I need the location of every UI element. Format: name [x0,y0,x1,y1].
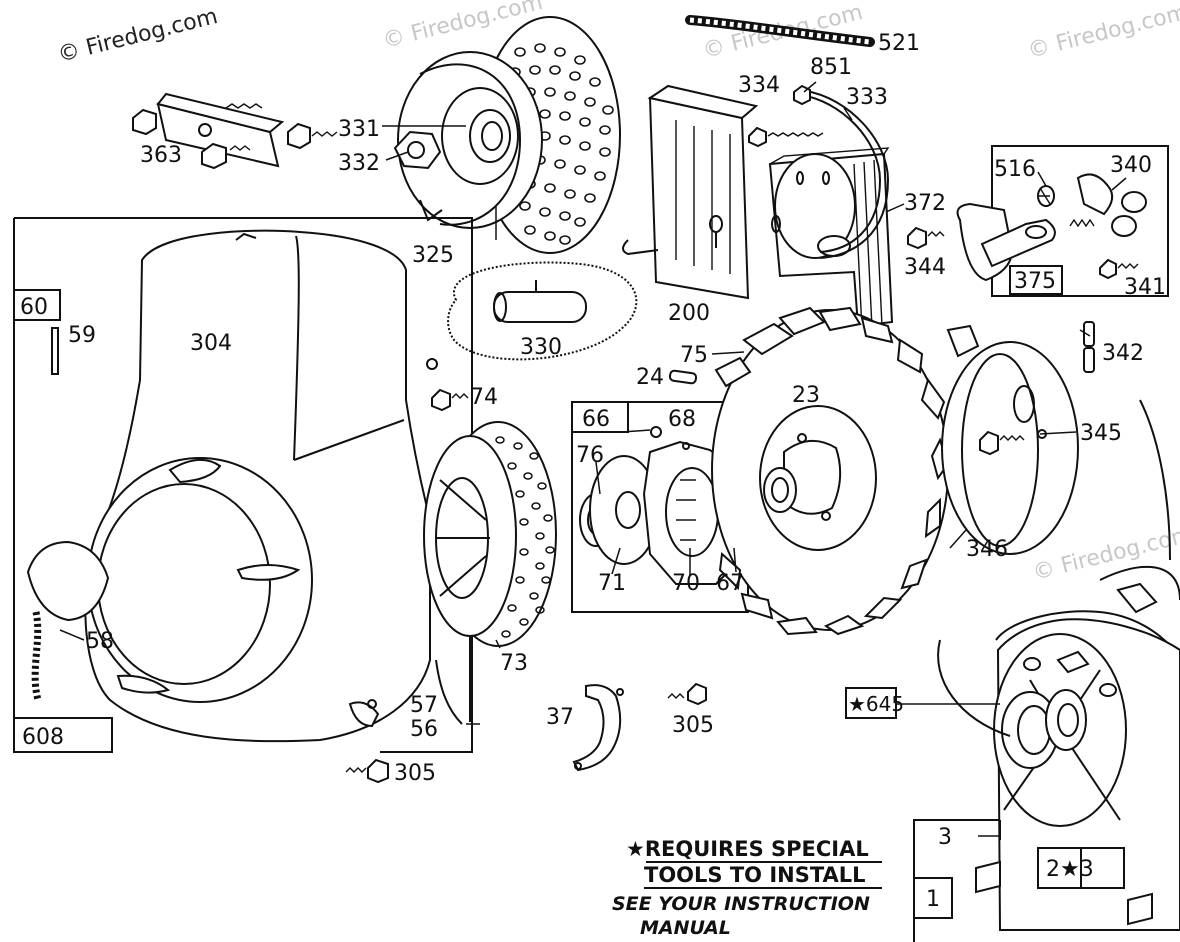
starter-cup-73 [423,421,557,725]
callout-851: 851 [810,55,852,80]
callout-608: 608 [22,725,64,750]
note-line-2: TOOLS TO INSTALL [644,863,866,887]
callout-2-star-3: 2★3 [1046,857,1094,882]
callout-334: 334 [738,73,780,98]
callout-344: 344 [904,255,946,280]
callout-305-right: 305 [672,713,714,738]
callout-23: 23 [792,383,820,408]
callout-labels: 363 331 332 325 521 334 851 333 372 344 … [20,31,1166,912]
callout-76: 76 [576,443,604,468]
callout-345: 345 [1080,421,1122,446]
callout-57: 57 [410,693,438,718]
callout-3: 3 [938,825,952,850]
callout-60: 60 [20,295,48,320]
callout-75: 75 [680,343,708,368]
frame-box-bottom-right [913,819,1125,942]
callout-331: 331 [338,117,380,142]
callout-521: 521 [878,31,920,56]
blower-housing-304 [13,217,473,753]
leader-lines [59,81,1127,837]
assembly-box-375 [907,145,1169,297]
callout-24: 24 [636,365,664,390]
pin-24 [668,369,698,385]
rope-handle-330 [426,261,638,370]
bolt-305-right [667,682,707,706]
callout-37: 37 [546,705,574,730]
callout-516: 516 [994,157,1036,182]
callout-340: 340 [1110,153,1152,178]
callout-73: 73 [500,651,528,676]
note-line-3: SEE YOUR INSTRUCTION [612,893,870,915]
callout-59: 59 [68,323,96,348]
disc-345 [941,341,1079,555]
callout-58: 58 [86,629,114,654]
watermark-main: © Firedog.com [55,4,220,68]
callout-74: 74 [470,385,498,410]
callout-71: 71 [598,571,626,596]
callout-375: 375 [1014,269,1056,294]
callout-372: 372 [904,191,946,216]
bracket-363 [132,92,338,170]
bracket-37 [572,684,624,772]
callout-363: 363 [140,143,182,168]
callout-1: 1 [926,887,940,912]
callout-645: ★645 [848,692,904,716]
callout-66: 66 [582,407,610,432]
callout-325: 325 [412,243,454,268]
tube-521 [685,15,875,47]
flywheel-23 [711,306,980,636]
callout-346: 346 [966,537,1008,562]
bolt-305-bottom [345,758,389,784]
bracket-plate-200 [622,84,759,300]
watermark-faint: © Firedog.com [1025,0,1180,64]
callout-304: 304 [190,331,232,356]
special-tools-note: ★REQUIRES SPECIAL TOOLS TO INSTALL SEE Y… [612,837,882,939]
pin-342 [1083,321,1095,373]
callout-330: 330 [520,335,562,360]
armature-333 [748,84,894,331]
callout-56: 56 [410,717,438,742]
callout-200: 200 [668,301,710,326]
screen-pulley-325 [393,16,621,254]
note-line-1: ★REQUIRES SPECIAL [626,837,869,861]
callout-341: 341 [1124,275,1166,300]
callout-68: 68 [668,407,696,432]
callout-305-bottom: 305 [394,761,436,786]
note-line-4: MANUAL [640,917,731,939]
callout-67: 67 [716,571,744,596]
callout-332: 332 [338,151,380,176]
callout-333: 333 [846,85,888,110]
callout-342: 342 [1102,341,1144,366]
bolt-74 [431,388,469,412]
callout-70: 70 [672,571,700,596]
